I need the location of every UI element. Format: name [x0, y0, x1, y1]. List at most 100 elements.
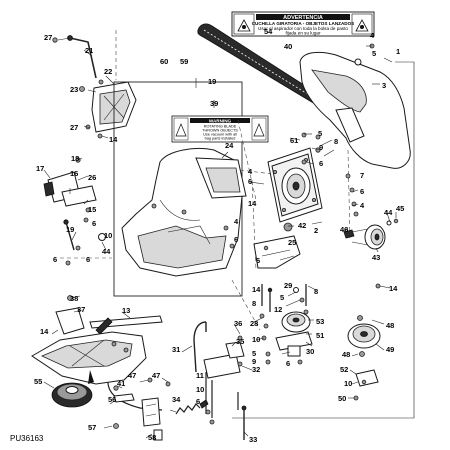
idler-pulley-43 — [351, 224, 386, 250]
callout-38: 38 — [70, 294, 78, 303]
washer — [98, 233, 106, 241]
callout-6: 6 — [286, 359, 290, 368]
long-bolt — [63, 219, 75, 251]
lift-rod — [193, 321, 207, 373]
callout-45: 45 — [396, 204, 404, 213]
small-warning-line-3: Use vacuum with all — [203, 133, 237, 137]
callout-43: 43 — [372, 253, 380, 262]
callout-24: 24 — [225, 141, 234, 150]
callout-41: 41 — [117, 379, 125, 388]
callout-49: 49 — [386, 345, 394, 354]
warning-line-3: fijada en su lugar — [286, 31, 321, 36]
callout-53: 53 — [316, 317, 324, 326]
idler-pulley-51 — [281, 311, 311, 333]
callout-31: 31 — [172, 345, 180, 354]
callout-42: 42 — [298, 221, 306, 230]
leader-lines — [43, 37, 397, 439]
callout-6: 6 — [248, 177, 252, 186]
callout-36: 36 — [234, 319, 242, 328]
callout-55: 55 — [34, 377, 42, 386]
control-rod — [89, 315, 163, 335]
callout-9: 9 — [319, 143, 323, 152]
callout-6: 6 — [256, 256, 260, 265]
pulley-bracket — [253, 235, 301, 269]
hardware-right — [283, 43, 381, 289]
spacer-46 — [343, 229, 355, 239]
callout-8: 8 — [252, 299, 256, 308]
bracket-52 — [355, 369, 379, 387]
callout-10: 10 — [104, 231, 112, 240]
control-cable — [107, 381, 163, 411]
callout-14: 14 — [248, 199, 257, 208]
callout-13: 13 — [122, 306, 130, 315]
latch-assembly — [43, 171, 97, 223]
callout-10: 10 — [252, 335, 260, 344]
callout-29: 29 — [284, 281, 292, 290]
small-warning-decal: WARNING ROTATING BLADE THROWN OBJECTS Us… — [171, 115, 269, 143]
pivot-arm — [55, 295, 85, 335]
callout-44: 44 — [384, 208, 393, 217]
callout-23: 23 — [70, 85, 78, 94]
direction-arrow-icon — [88, 370, 94, 384]
callout-56: 56 — [108, 395, 116, 404]
callout-12: 12 — [274, 305, 282, 314]
callout-26: 26 — [88, 173, 96, 182]
callout-57: 57 — [88, 423, 96, 432]
assembly-boundary — [232, 61, 415, 419]
callout-54: 54 — [264, 27, 273, 36]
callout-21: 21 — [85, 46, 93, 55]
callout-5: 5 — [252, 349, 256, 358]
callout-58: 58 — [148, 433, 156, 442]
idler-arm — [275, 331, 313, 365]
callout-32: 32 — [252, 365, 260, 374]
warning-line-2: Usar el aspirador con toda la bolsa de p… — [258, 26, 348, 31]
callout-46: 46 — [340, 225, 348, 234]
callout-4: 4 — [360, 201, 365, 210]
callout-39: 39 — [210, 99, 218, 108]
callout-labels: 27 21 22 23 27 14 18 17 16 26 15 6 19 10… — [34, 27, 404, 444]
hardware-left — [52, 37, 104, 266]
chute-mounting-plate — [267, 147, 323, 223]
callout-60: 60 — [160, 57, 168, 66]
callout-1: 1 — [396, 47, 400, 56]
latch-rod — [67, 35, 97, 79]
callout-3: 3 — [382, 81, 386, 90]
callout-25: 25 — [288, 238, 296, 247]
washer-44 — [386, 220, 392, 226]
callout-14: 14 — [252, 285, 261, 294]
callout-5: 5 — [280, 293, 284, 302]
nut-48 — [357, 315, 363, 321]
callout-14: 14 — [40, 327, 49, 336]
callout-17: 17 — [36, 164, 44, 173]
callout-30: 30 — [306, 347, 314, 356]
callout-9: 9 — [252, 357, 256, 366]
belt-guard — [299, 51, 411, 169]
alignment-line — [347, 149, 351, 241]
small-warning-header: WARNING — [209, 119, 232, 124]
callout-10: 10 — [344, 379, 352, 388]
callout-4: 4 — [370, 31, 375, 40]
alignment-line — [231, 279, 261, 331]
callout-34: 34 — [172, 395, 181, 404]
callout-37: 37 — [77, 305, 85, 314]
callout-6: 6 — [196, 397, 200, 406]
callout-40: 40 — [284, 42, 292, 51]
alignment-line — [251, 179, 257, 271]
callout-8: 8 — [334, 137, 338, 146]
callout-27: 27 — [44, 33, 52, 42]
long-bolts — [205, 372, 247, 440]
callout-27: 27 — [70, 123, 78, 132]
callout-50: 50 — [338, 394, 346, 403]
small-warning-line-1: ROTATING BLADE — [204, 125, 237, 129]
alignment-line — [239, 169, 273, 175]
small-warning-line-2: THROWN OBJECTS — [202, 129, 238, 133]
callout-5: 5 — [318, 129, 322, 138]
callout-44: 44 — [102, 247, 111, 256]
nut-45 — [393, 218, 399, 224]
rotating-blade-icon — [355, 19, 369, 32]
callout-35: 35 — [236, 337, 244, 346]
tension-spring — [175, 399, 209, 415]
callout-6: 6 — [86, 255, 90, 264]
callout-10: 10 — [196, 385, 204, 394]
